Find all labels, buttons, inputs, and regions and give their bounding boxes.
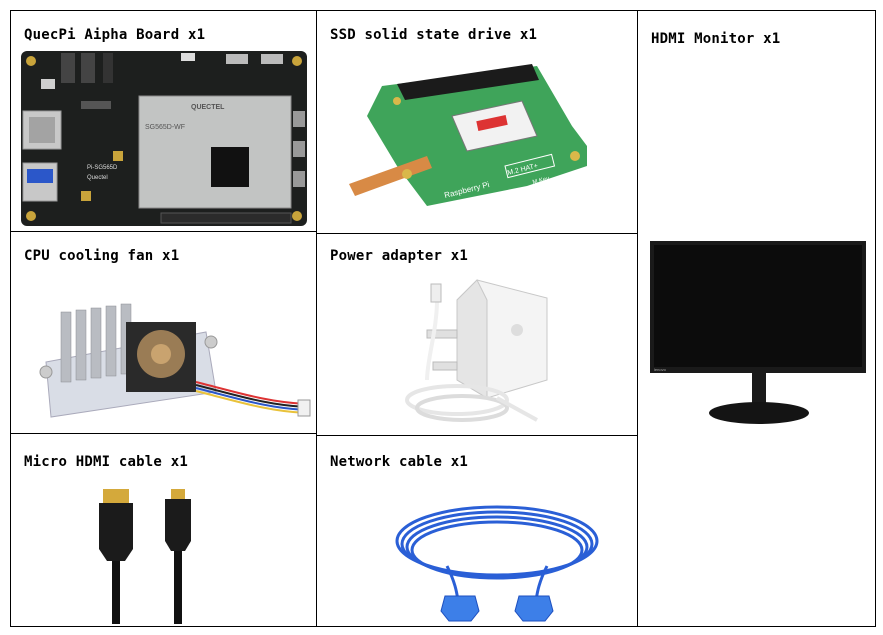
board-small-text-2: Quectel [87,175,108,181]
ssd-key-text: M Key [532,176,550,186]
packing-list-table: QuecPi Aipha Board x1 QUECTEL SG565D [10,10,876,627]
hdmi-image [99,489,191,624]
cell-fan: CPU cooling fan x1 [11,232,316,433]
ssd-image: Raspberry Pi M.2 HAT+ M Key [349,64,587,206]
grid-line-horizontal-1 [11,231,317,232]
board-label: QuecPi Aipha Board x1 [24,27,206,43]
cell-ssd: SSD solid state drive x1 Raspberry Pi M.… [317,11,637,233]
fan-label: CPU cooling fan x1 [24,248,180,264]
ssd-label: SSD solid state drive x1 [330,27,538,43]
cell-power: Power adapter x1 [317,234,637,435]
grid-line-vertical-2 [637,11,638,626]
power-label: Power adapter x1 [330,248,469,264]
network-label: Network cable x1 [330,454,469,470]
monitor-image: lenovo [650,241,866,424]
board-chip-text: SG565D-WF [145,124,185,131]
cell-monitor: HDMI Monitor x1 lenovo [638,11,876,626]
grid-line-horizontal-4 [317,435,637,436]
monitor-brand-text: lenovo [654,367,667,372]
cell-network: Network cable x1 [317,436,637,626]
monitor-label: HDMI Monitor x1 [651,31,781,47]
network-image [395,505,599,622]
board-image: QUECTEL SG565D-WF Pi-SG565D Quectel [21,51,307,226]
grid-line-vertical-1 [316,11,317,626]
board-brand-text: QUECTEL [191,104,225,111]
grid-line-horizontal-3 [11,433,317,434]
grid-line-horizontal-2 [317,233,637,234]
cell-board: QuecPi Aipha Board x1 QUECTEL SG565D [11,11,316,231]
hdmi-label: Micro HDMI cable x1 [24,454,188,470]
board-small-text: Pi-SG565D [87,165,118,171]
fan-image [39,303,311,418]
cell-hdmi: Micro HDMI cable x1 [11,434,316,626]
power-image [405,279,548,422]
